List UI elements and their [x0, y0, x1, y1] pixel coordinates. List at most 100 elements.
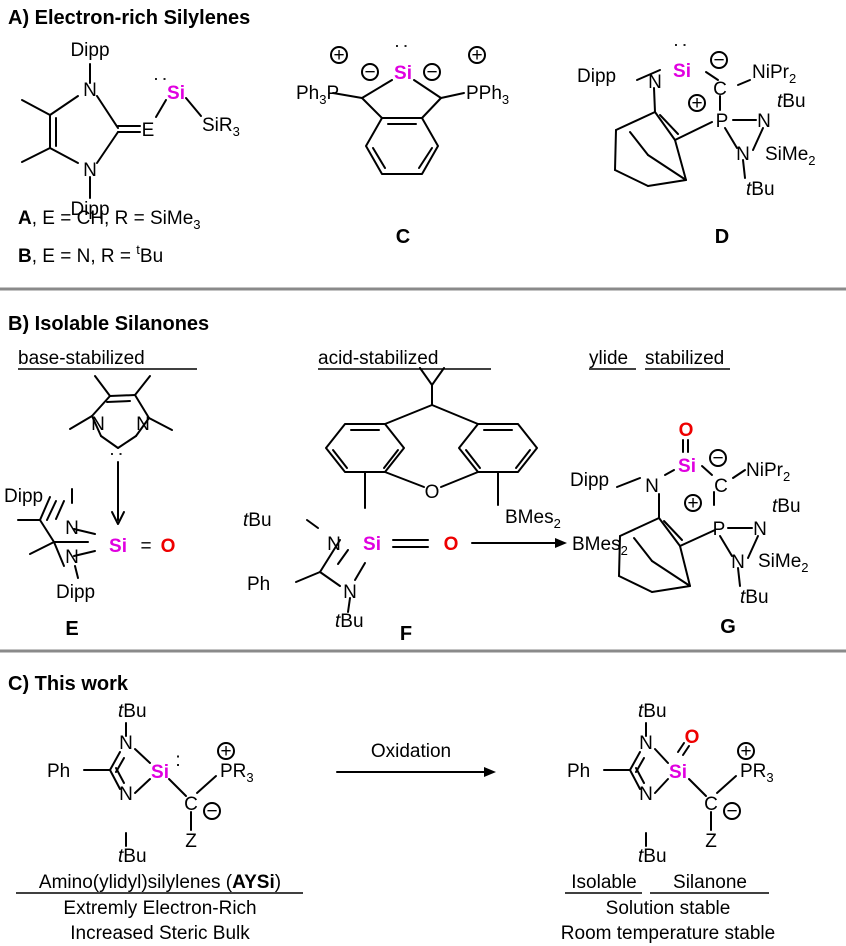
silanone-name-2: Silanone — [673, 872, 747, 893]
si-atom-c: Si — [394, 63, 412, 84]
nipr2-label-d: NiPr2 — [752, 62, 796, 86]
plus-charge-d: + — [691, 93, 702, 114]
minus-charge-aysi: − — [206, 801, 217, 822]
si-atom-e: Si — [109, 536, 127, 557]
nipr2-label-g: NiPr2 — [746, 460, 790, 484]
sir3-label: SiR3 — [202, 115, 240, 139]
compound-g-structure — [616, 439, 759, 593]
dipp-label-e2: Dipp — [56, 582, 95, 603]
aysi-line2: Extremly Electron-Rich — [63, 898, 256, 919]
si-atom-d: Si — [673, 61, 691, 82]
plus-circle-silanone — [737, 742, 755, 760]
lone-pair-aysi: : — [175, 750, 180, 771]
section-b-title: B) Isolable Silanones — [8, 313, 209, 335]
minus-charge-c2: − — [426, 62, 437, 83]
silanone-line3: Room temperature stable — [561, 923, 775, 944]
base-stabilized-label: base-stabilized — [18, 348, 145, 369]
label-c: C — [396, 226, 410, 248]
n-atom-f1: N — [327, 534, 341, 555]
n-atom-bottom: N — [83, 160, 97, 181]
n-atom-d: N — [648, 72, 662, 93]
o-atom-e: O — [161, 536, 176, 557]
silanone-line2: Solution stable — [606, 898, 731, 919]
tbu-label-silanone-top: tBu — [638, 701, 667, 722]
minus-circle-aysi — [203, 802, 221, 820]
lone-pair-d: : — [670, 42, 691, 47]
label-d: D — [715, 226, 729, 248]
tbu-label-d2: tBu — [746, 179, 775, 200]
sime2-label-d: SiMe2 — [765, 144, 816, 168]
tbu-label-d1: tBu — [777, 91, 806, 112]
minus-charge-d: − — [713, 50, 724, 71]
n-atom-g2: N — [753, 519, 767, 540]
minus-circle-silanone — [723, 802, 741, 820]
compound-e-structure — [17, 375, 173, 579]
bmes2-label: BMes2 — [572, 534, 628, 558]
n-atom-g: N — [645, 476, 659, 497]
minus-charge-silanone: − — [726, 801, 737, 822]
ph-label-silanone: Ph — [567, 761, 590, 782]
n-atom-g3: N — [731, 552, 745, 573]
o-atom-g: O — [679, 420, 694, 441]
z-label-silanone: Z — [705, 831, 717, 852]
si-atom-f: Si — [363, 534, 381, 555]
si-atom-aysi: Si — [151, 762, 169, 783]
c-atom-g: C — [714, 476, 728, 497]
eq-e: = — [140, 536, 151, 557]
ylide-label: ylide — [589, 348, 628, 369]
plus-circle-d — [688, 94, 706, 112]
lone-pair-e: : — [106, 451, 127, 456]
plus-circle-g — [684, 494, 702, 512]
dipp-label-e1: Dipp — [4, 486, 43, 507]
n-atom-e4: N — [65, 547, 79, 568]
p-atom-d: P — [716, 111, 729, 132]
si-atom-silanone: Si — [669, 762, 687, 783]
compound-a-structure — [21, 63, 202, 199]
ph-label-aysi: Ph — [47, 761, 70, 782]
c-atom-d: C — [713, 79, 727, 100]
ph-label-f: Ph — [247, 574, 270, 595]
minus-charge-c1: − — [364, 62, 375, 83]
aysi-name: Amino(ylidyl)silylenes (AYSi) — [39, 872, 281, 893]
bmes2-label-upper: BMes2 — [505, 507, 561, 531]
label-g: G — [720, 616, 736, 638]
dipp-label-top: Dipp — [70, 40, 109, 61]
plus-charge-g: + — [687, 493, 698, 514]
dipp-label-g: Dipp — [570, 470, 609, 491]
caption-a: A, E = CH, R = SiMe3 — [18, 208, 201, 232]
tbu-label-g1: tBu — [772, 496, 801, 517]
pph3-label: PPh3 — [466, 83, 509, 107]
tbu-label-silanone-bottom: tBu — [638, 846, 667, 867]
silyl-lone-pair: : — [150, 76, 171, 81]
n-atom-aysi-top: N — [119, 733, 133, 754]
dipp-label-d: Dipp — [577, 66, 616, 87]
tbu-label-g2: tBu — [740, 587, 769, 608]
pr3-label-silanone: PR3 — [740, 761, 774, 785]
o-atom-silanone: O — [685, 727, 700, 748]
o-atom-xanthene: O — [425, 482, 440, 503]
compound-d-structure — [614, 69, 764, 187]
minus-charge-g: − — [712, 448, 723, 469]
c-atom-aysi: C — [184, 794, 198, 815]
n-atom-e2: N — [136, 414, 150, 435]
tbu-label-aysi-top: tBu — [118, 701, 147, 722]
silanone-name-1: Isolable — [571, 872, 637, 893]
label-f: F — [400, 623, 412, 645]
compound-c-structure — [330, 46, 486, 175]
si-atom-g: Si — [678, 456, 696, 477]
section-a-title: A) Electron-rich Silylenes — [8, 7, 250, 29]
plus-charge-c1: + — [333, 45, 344, 66]
n-atom-silanone-top: N — [639, 733, 653, 754]
plus-circle-aysi — [217, 742, 235, 760]
tbu-label-f1: tBu — [243, 510, 272, 531]
n-atom-d2: N — [757, 111, 771, 132]
stabilized-label: stabilized — [645, 348, 724, 369]
n-atom-f2: N — [343, 582, 357, 603]
p-atom-g: P — [713, 519, 726, 540]
aysi-structure — [83, 722, 217, 847]
compound-f-structure — [295, 367, 567, 613]
acid-stabilized-label: acid-stabilized — [318, 348, 438, 369]
dipp-label-bottom: Dipp — [70, 199, 109, 220]
si-atom-a: Si — [167, 83, 185, 104]
